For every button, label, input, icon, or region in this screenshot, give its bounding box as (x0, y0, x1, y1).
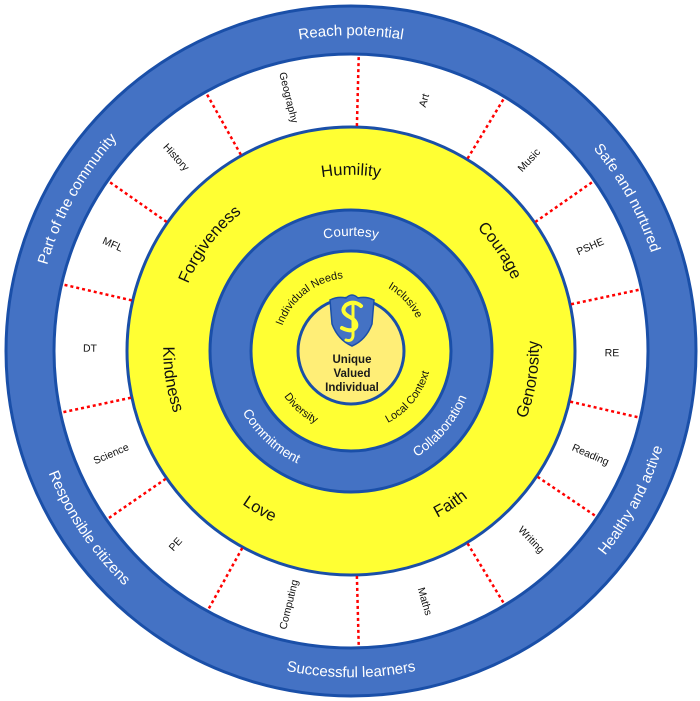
aim-reach-potential: Reach potential (297, 22, 405, 43)
value-humility: Humility (320, 161, 383, 181)
value-label-text: Humility (320, 161, 383, 181)
subject-label-re: RE (605, 347, 620, 359)
logo-monogram-j-icon (344, 302, 355, 342)
middle-courtesy: Courtesy (322, 224, 381, 242)
aim-label-text: Reach potential (297, 22, 405, 43)
subject-label-dt: DT (83, 343, 98, 355)
center-text-line: Valued (333, 368, 370, 380)
center-text-line: Individual (325, 382, 379, 394)
aim-successful-learners: Successful learners (285, 658, 417, 681)
aim-label-text: Successful learners (285, 658, 417, 681)
middle-label-text: Courtesy (322, 224, 381, 242)
subject-label-art: Art (417, 92, 432, 108)
center-text-line: Unique (333, 354, 372, 366)
